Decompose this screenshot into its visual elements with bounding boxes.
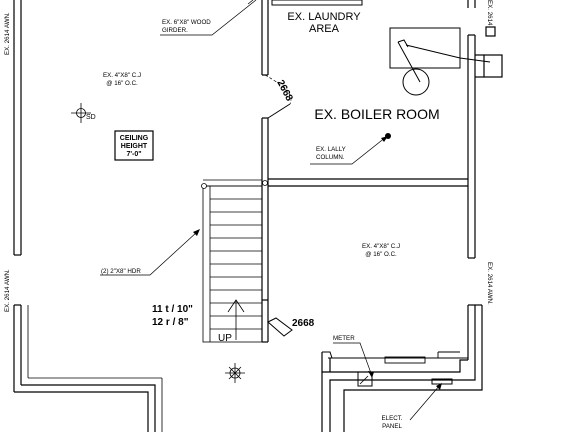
elect-panel-label-2: PANEL xyxy=(382,423,402,430)
door-size-upper: 2668 xyxy=(274,78,294,103)
window-label-left-upper: EX. 2614 AWN. xyxy=(4,12,11,55)
laundry-label: EX. LAUNDRY xyxy=(287,11,361,23)
treads-label: 11 t / 10" xyxy=(152,304,193,315)
leader-arrow-panel xyxy=(436,383,442,390)
laundry-label-2: AREA xyxy=(309,23,340,35)
ceiling-label-3: 7'-0" xyxy=(126,151,141,158)
interior-walls xyxy=(203,0,468,364)
elect-panel-icon xyxy=(431,378,453,385)
meter-label: METER xyxy=(333,335,355,342)
leader-arrow-header xyxy=(193,229,200,236)
lally-label-2: COLUMN. xyxy=(316,154,345,161)
stair-post xyxy=(201,183,207,189)
joist-label-right: EX. 4"X8" C.J xyxy=(362,243,400,250)
risers-label: 12 r / 8" xyxy=(152,317,189,328)
window-label-left-lower: EX. 2614 AWN. xyxy=(4,269,11,312)
smoke-detector-label: SD xyxy=(86,114,96,121)
leader-arrow-lally xyxy=(381,136,388,142)
elect-panel-label: ELECT. xyxy=(382,415,403,422)
smoke-detector-icon xyxy=(71,103,91,123)
ceiling-height-box xyxy=(114,130,154,161)
header-label: (2) 2"X8" HDR xyxy=(101,268,141,275)
leader-lines xyxy=(100,0,441,421)
leader-arrow-meter xyxy=(368,371,374,378)
ceiling-label-2: HEIGHT xyxy=(121,143,148,150)
boiler-equipment xyxy=(389,27,491,96)
ceiling-label-1: CEILING xyxy=(120,135,149,142)
meter-icon xyxy=(357,371,373,387)
door-upper xyxy=(264,74,292,119)
window-label-right-lower: EX. 2614 AWN. xyxy=(486,262,493,305)
joist-spacing-left: @ 16" O.C. xyxy=(106,80,138,87)
staircase xyxy=(202,185,263,343)
joist-spacing-right: @ 16" O.C. xyxy=(365,251,397,258)
lally-label: EX. LALLY xyxy=(316,146,346,153)
girder-label-2: GIRDER. xyxy=(162,27,188,34)
lally-post-small xyxy=(262,180,268,186)
laundry-appliance-shelf xyxy=(271,0,363,6)
exterior-walls xyxy=(13,0,503,432)
window-label-right-upper: EX. 2614 xyxy=(486,0,493,26)
stair-up-label: UP xyxy=(218,333,232,344)
door-lower xyxy=(267,317,333,359)
door-size-lower: 2668 xyxy=(292,318,315,329)
girder-label: EX. 6"X8" WOOD xyxy=(162,19,211,26)
boiler-room-label: EX. BOILER ROOM xyxy=(314,106,439,122)
floor-drain-icon xyxy=(225,363,245,383)
joist-label-left: EX. 4"X8" C.J xyxy=(103,72,141,79)
